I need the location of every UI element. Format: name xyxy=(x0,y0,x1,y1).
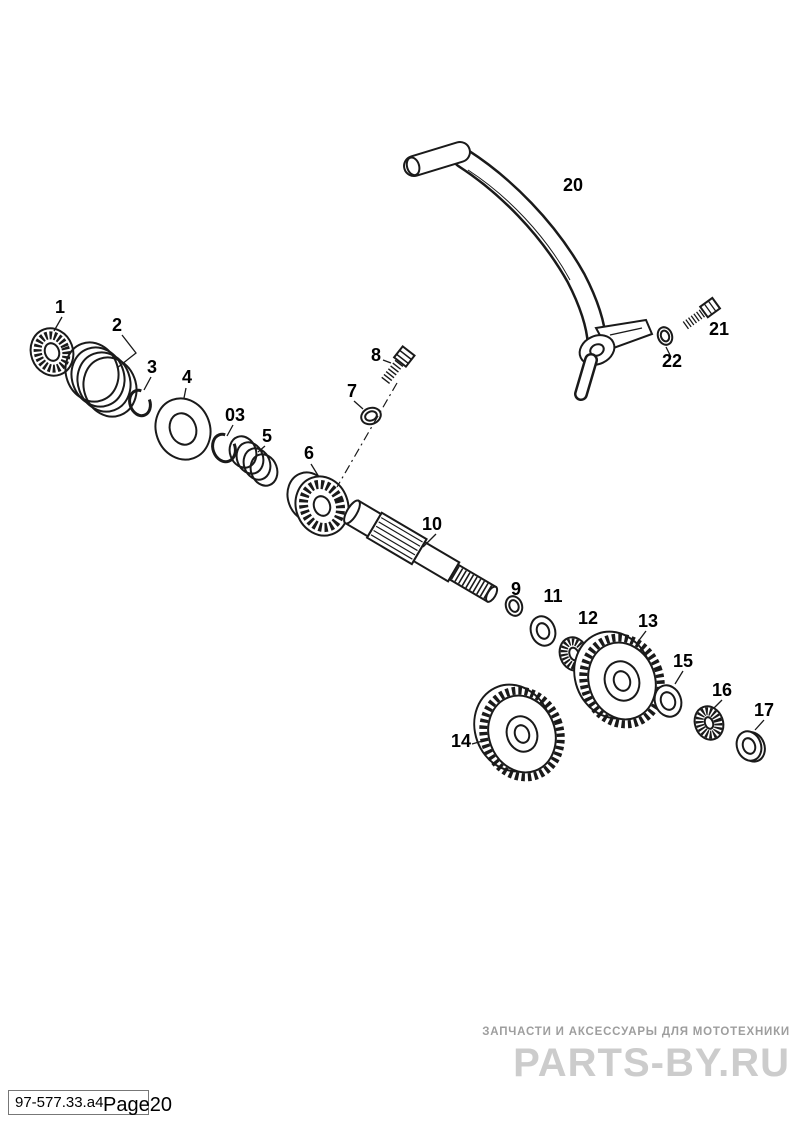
part-8-bolt xyxy=(380,344,416,385)
part-14-gear xyxy=(473,683,565,782)
part-labels: 1 2 3 4 03 5 6 7 8 10 9 11 12 13 14 15 1… xyxy=(55,175,774,751)
part-11-washer xyxy=(529,615,557,647)
part-label-21: 21 xyxy=(709,319,729,339)
part-03-snap-ring xyxy=(211,432,237,464)
part-15-washer xyxy=(653,684,683,718)
part-label-8: 8 xyxy=(371,345,381,365)
part-label-20: 20 xyxy=(563,175,583,195)
part-5-spring xyxy=(228,435,279,487)
watermark-logo: PARTS-BY.RU xyxy=(513,1041,790,1085)
part-label-11: 11 xyxy=(543,586,562,606)
part-13-gear xyxy=(573,630,665,729)
leader-lines xyxy=(53,316,765,745)
part-17-washer xyxy=(735,730,766,763)
part-label-17: 17 xyxy=(754,700,774,720)
part-label-03: 03 xyxy=(225,405,245,425)
part-2-spring xyxy=(64,341,138,418)
part-4-washer xyxy=(154,397,212,461)
part-21-bolt xyxy=(681,296,722,330)
part-label-1: 1 xyxy=(55,297,65,317)
part-1-pinion xyxy=(29,327,75,377)
part-label-3: 3 xyxy=(147,357,157,377)
part-6-ratchet-gear xyxy=(286,471,350,537)
part-label-4: 4 xyxy=(182,367,192,387)
part-16-needle-bushing xyxy=(693,705,725,741)
watermark: ЗАПЧАСТИ И АКСЕССУАРЫ ДЛЯ МОТОТЕХНИКИ PA… xyxy=(482,1026,790,1084)
part-label-13: 13 xyxy=(638,611,658,631)
part-9-washer xyxy=(504,595,524,617)
part-label-15: 15 xyxy=(673,651,693,671)
part-label-9: 9 xyxy=(511,579,521,599)
part-3-snap-ring xyxy=(128,388,152,418)
part-label-16: 16 xyxy=(712,680,732,700)
part-label-14: 14 xyxy=(451,731,471,751)
part-label-5: 5 xyxy=(262,426,272,446)
part-10-shaft xyxy=(343,499,499,603)
part-20-kick-starter-lever xyxy=(403,140,654,401)
footer-code: 97-577.33.a4 xyxy=(15,1094,104,1111)
part-label-10: 10 xyxy=(422,514,442,534)
part-label-2: 2 xyxy=(112,315,122,335)
part-label-12: 12 xyxy=(578,608,598,628)
part-label-6: 6 xyxy=(304,443,314,463)
assembly-centerline xyxy=(336,382,398,488)
footer-page-number: Page20 xyxy=(103,1094,172,1116)
footer-code-box: 97-577.33.a4 xyxy=(8,1090,149,1115)
part-22-washer xyxy=(656,326,674,346)
part-label-22: 22 xyxy=(662,351,682,371)
part-label-7: 7 xyxy=(347,381,357,401)
lever-handle xyxy=(403,140,471,178)
watermark-tagline: ЗАПЧАСТИ И АКСЕССУАРЫ ДЛЯ МОТОТЕХНИКИ xyxy=(482,1026,790,1038)
